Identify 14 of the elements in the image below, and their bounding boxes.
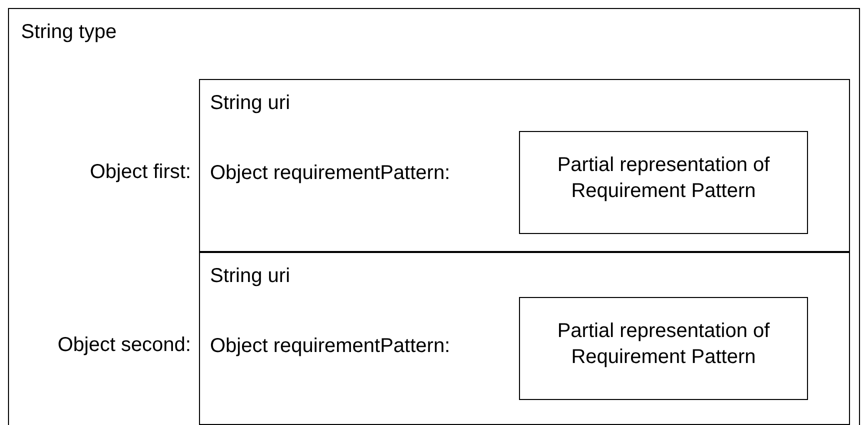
nested-object-box [519, 131, 808, 234]
object-box [199, 252, 850, 425]
field-label: Object second: [58, 334, 191, 356]
field-label: Object requirementPattern: [210, 162, 450, 184]
nested-object-box [519, 297, 808, 400]
field-label: String uri [210, 92, 290, 114]
field-label: Object first: [90, 161, 191, 183]
box-text: Partial representation of Requirement Pattern [556, 153, 771, 204]
object-box [199, 79, 850, 252]
box-text: Partial representation of Requirement Pattern [556, 319, 771, 370]
field-label: Object requirementPattern: [210, 335, 450, 357]
container-box [8, 8, 860, 425]
field-label: String uri [210, 265, 290, 287]
field-label: String type [21, 21, 117, 43]
